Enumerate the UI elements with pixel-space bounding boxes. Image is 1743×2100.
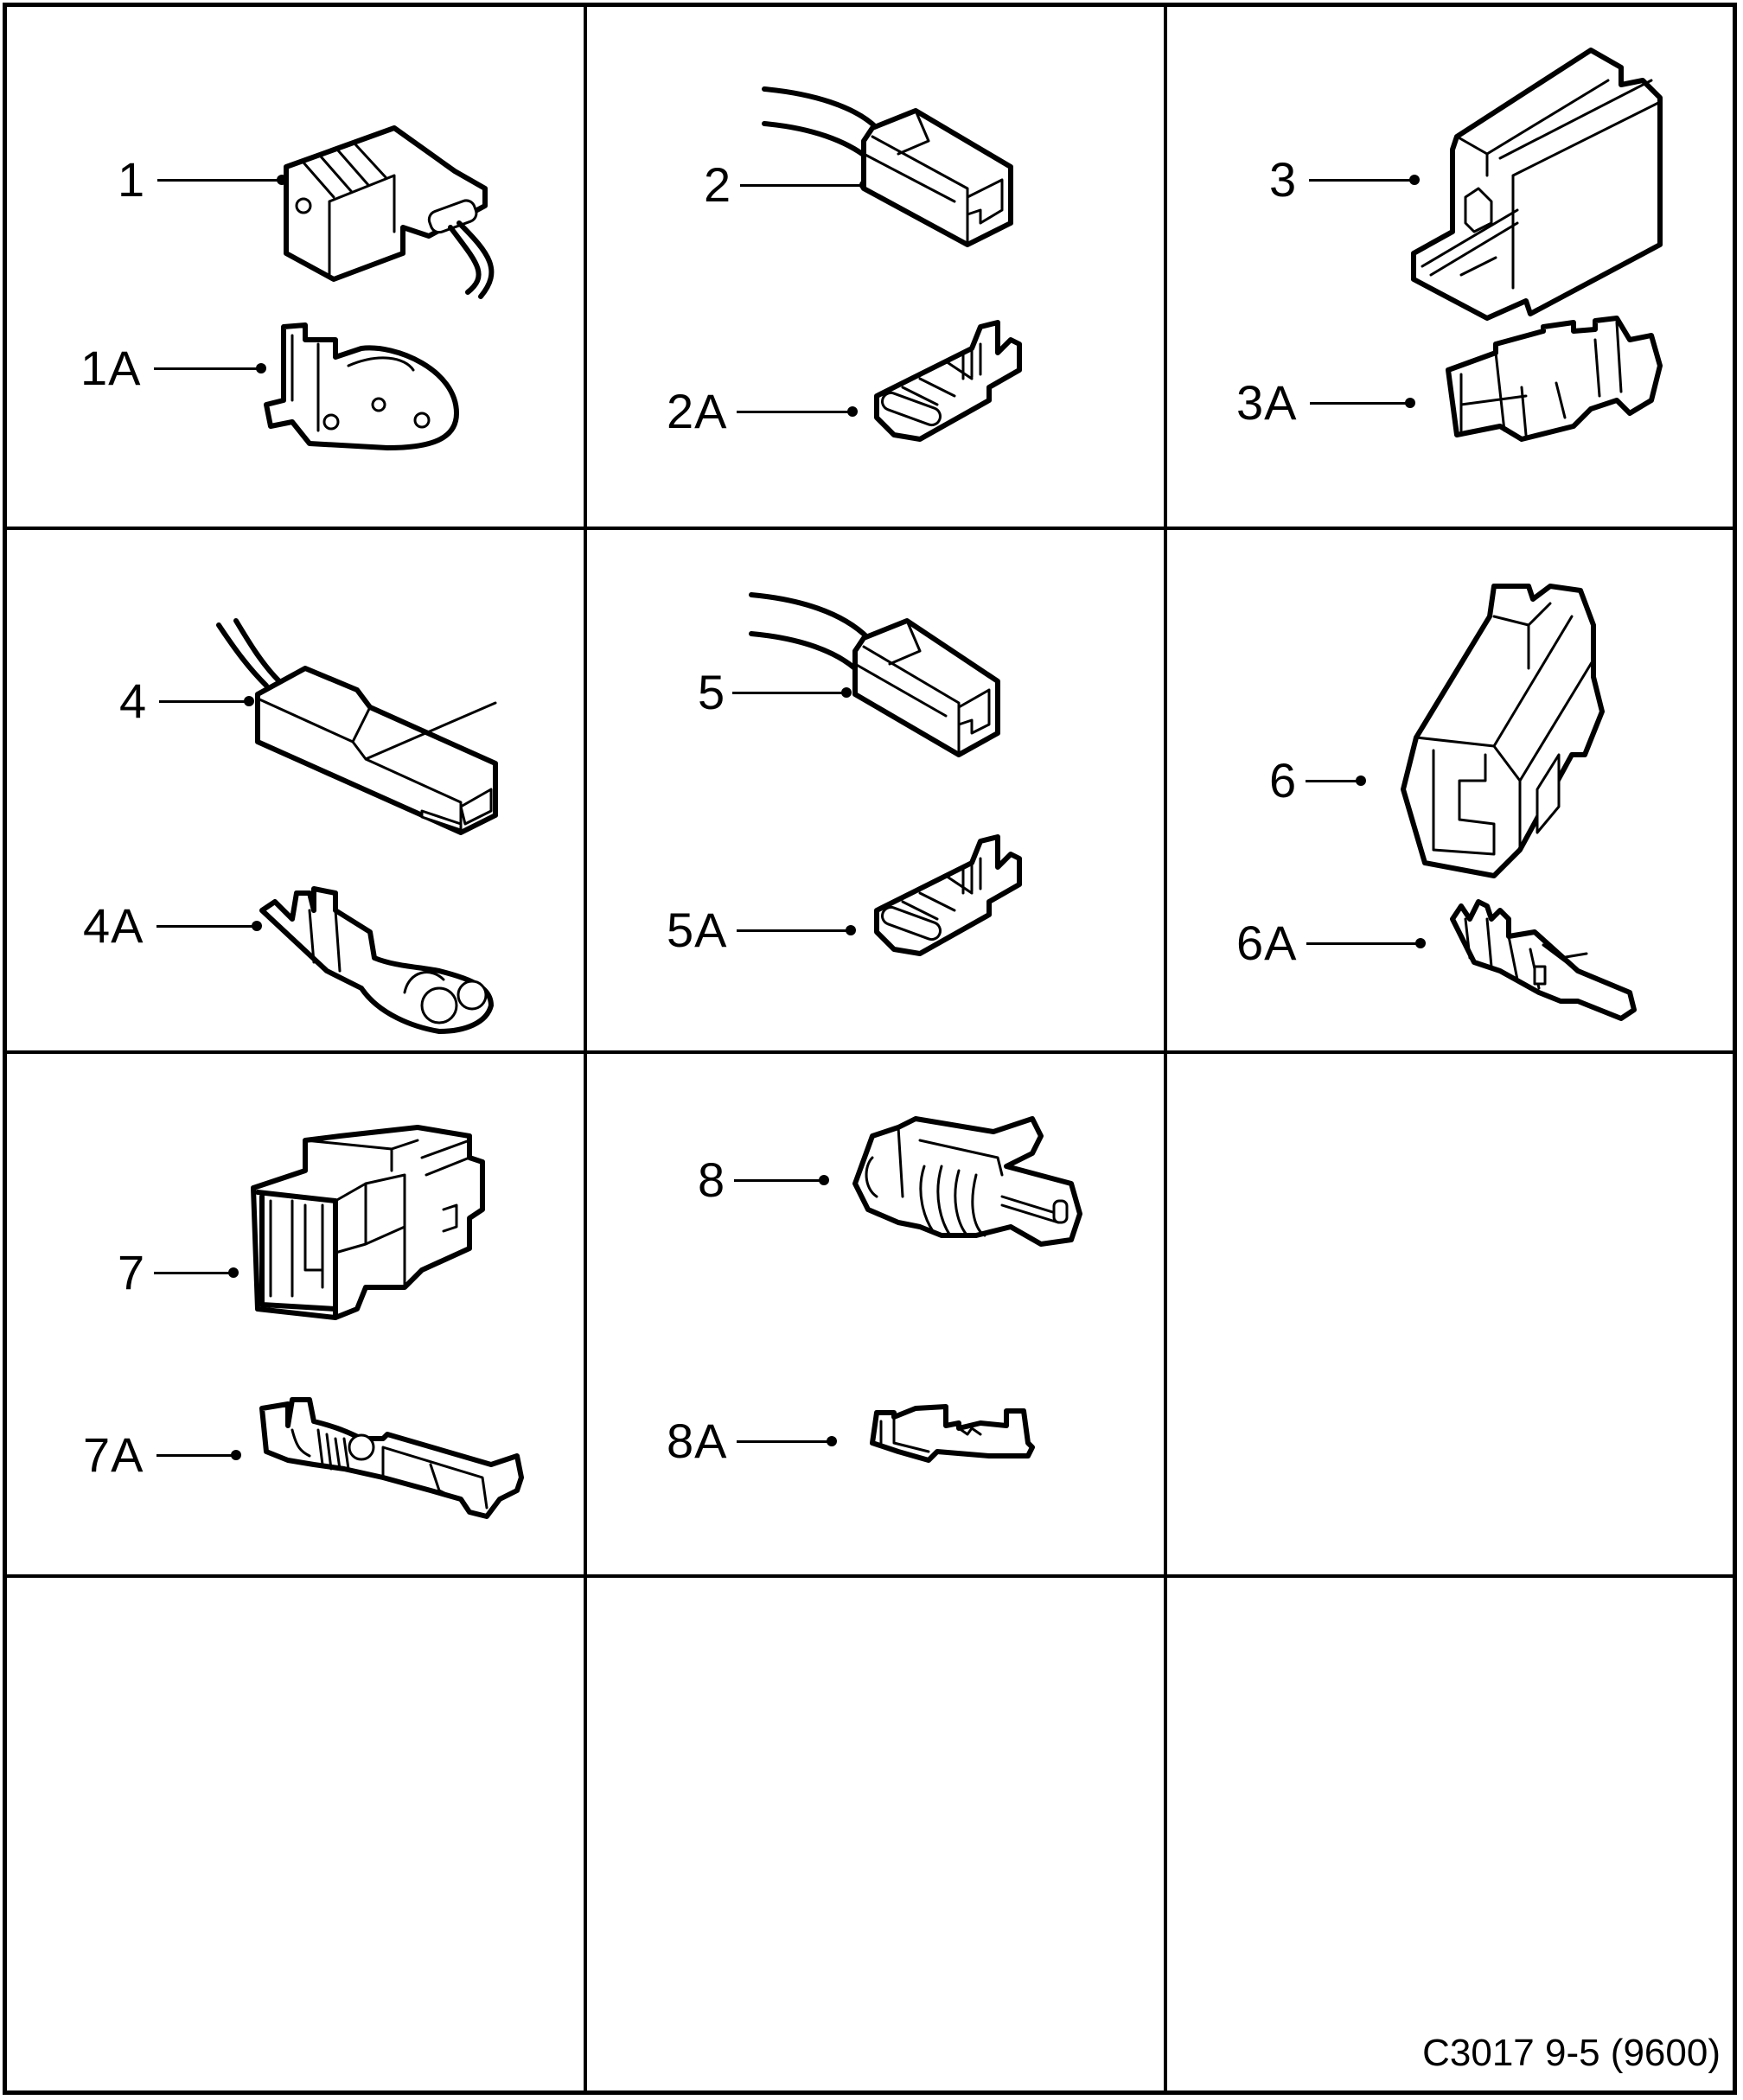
label-2: 2 <box>704 157 732 212</box>
label-7a: 7A <box>83 1427 144 1482</box>
leader-line <box>156 1453 233 1457</box>
leader-dot <box>230 1450 241 1460</box>
square-socket-housing-icon <box>251 1123 556 1339</box>
callout-5a: 5A <box>667 906 856 954</box>
callout-6a: 6A <box>1236 919 1426 967</box>
cell-7: 7 7A <box>7 1054 587 1578</box>
leader-line <box>157 178 279 182</box>
leader-dot <box>244 696 255 706</box>
reference-code: C3017 9-5 (9600) <box>1422 2032 1721 2074</box>
small-blade-terminal-icon <box>1448 897 1656 1021</box>
cell-6: 6 6A <box>1167 530 1733 1054</box>
leader-dot <box>228 1267 239 1278</box>
leader-dot <box>1356 776 1367 786</box>
leader-line <box>736 929 847 932</box>
label-5: 5 <box>698 665 726 719</box>
sealed-connector-icon <box>846 1114 1106 1247</box>
leader-line <box>156 924 253 928</box>
leader-dot <box>819 1175 830 1185</box>
label-8: 8 <box>698 1152 726 1207</box>
label-7: 7 <box>118 1245 146 1299</box>
label-1a: 1A <box>80 341 142 395</box>
callout-3a: 3A <box>1236 379 1415 427</box>
leader-line <box>159 699 246 703</box>
cell-1: 1 1A <box>7 7 587 530</box>
wired-housing-icon <box>747 586 1015 794</box>
cell-2: 2 2A <box>587 7 1167 530</box>
round-pin-terminal-icon <box>258 884 500 1053</box>
label-4: 4 <box>119 673 148 728</box>
leader-line <box>732 691 844 694</box>
leader-line <box>153 367 258 370</box>
leader-dot <box>826 1436 837 1446</box>
leader-line <box>734 1178 821 1182</box>
leader-line <box>154 1271 231 1274</box>
label-5a: 5A <box>667 903 728 957</box>
callout-7: 7 <box>118 1248 239 1297</box>
square-housing-icon <box>1399 582 1658 893</box>
label-3a: 3A <box>1236 375 1298 430</box>
callout-1: 1 <box>118 152 288 207</box>
blade-receptacle-icon <box>868 318 1067 448</box>
connector-grid: 1 1A <box>3 3 1737 2095</box>
label-6a: 6A <box>1236 916 1298 970</box>
leader-line <box>736 1439 828 1443</box>
tab-terminal-icon <box>868 1404 1050 1465</box>
callout-8a: 8A <box>667 1417 837 1465</box>
flat-housing-icon <box>210 616 521 835</box>
cell-10-empty <box>7 1578 587 2090</box>
callout-3: 3 <box>1269 152 1421 207</box>
leader-line <box>1306 941 1417 945</box>
leader-line <box>1309 401 1407 405</box>
callout-5: 5 <box>698 668 852 717</box>
callout-4a: 4A <box>83 902 262 950</box>
callout-4: 4 <box>119 673 255 728</box>
leader-dot <box>845 925 856 935</box>
leader-dot <box>1414 938 1426 948</box>
stepped-rail-housing-icon <box>1344 46 1673 321</box>
cell-8: 8 8A <box>587 1054 1167 1578</box>
callout-7a: 7A <box>83 1431 241 1479</box>
wired-housing-icon <box>760 80 1019 288</box>
cell-3: 3 3A <box>1167 7 1733 530</box>
leader-line <box>1306 779 1358 782</box>
cell-11-empty <box>587 1578 1167 2090</box>
callout-2a: 2A <box>667 387 858 436</box>
leader-dot <box>255 363 266 373</box>
leader-dot <box>1404 398 1415 408</box>
leader-dot <box>846 406 858 417</box>
cell-5: 5 5A <box>587 530 1167 1054</box>
leader-line <box>736 410 849 413</box>
callout-8: 8 <box>698 1152 830 1207</box>
label-4a: 4A <box>83 898 144 953</box>
leader-dot <box>841 687 852 698</box>
leader-dot <box>1409 175 1421 185</box>
crimp-terminal-icon <box>258 318 465 456</box>
cell-4: 4 4A <box>7 530 587 1054</box>
cell-9-empty <box>1167 1054 1733 1578</box>
label-8a: 8A <box>667 1414 728 1468</box>
label-6: 6 <box>1269 753 1298 807</box>
label-1: 1 <box>118 152 146 207</box>
angled-connector-icon <box>282 124 524 299</box>
leader-dot <box>251 921 262 931</box>
leader-line <box>1309 178 1412 182</box>
blade-receptacle-icon <box>868 833 1067 962</box>
spring-crimp-terminal-icon <box>258 1395 543 1521</box>
callout-1a: 1A <box>80 344 266 393</box>
label-3: 3 <box>1269 152 1298 207</box>
leader-line <box>740 183 862 187</box>
cell-12-empty: C3017 9-5 (9600) <box>1167 1578 1733 2090</box>
callout-6: 6 <box>1269 753 1367 807</box>
box-receptacle-terminal-icon <box>1444 314 1669 444</box>
label-2a: 2A <box>667 384 728 438</box>
